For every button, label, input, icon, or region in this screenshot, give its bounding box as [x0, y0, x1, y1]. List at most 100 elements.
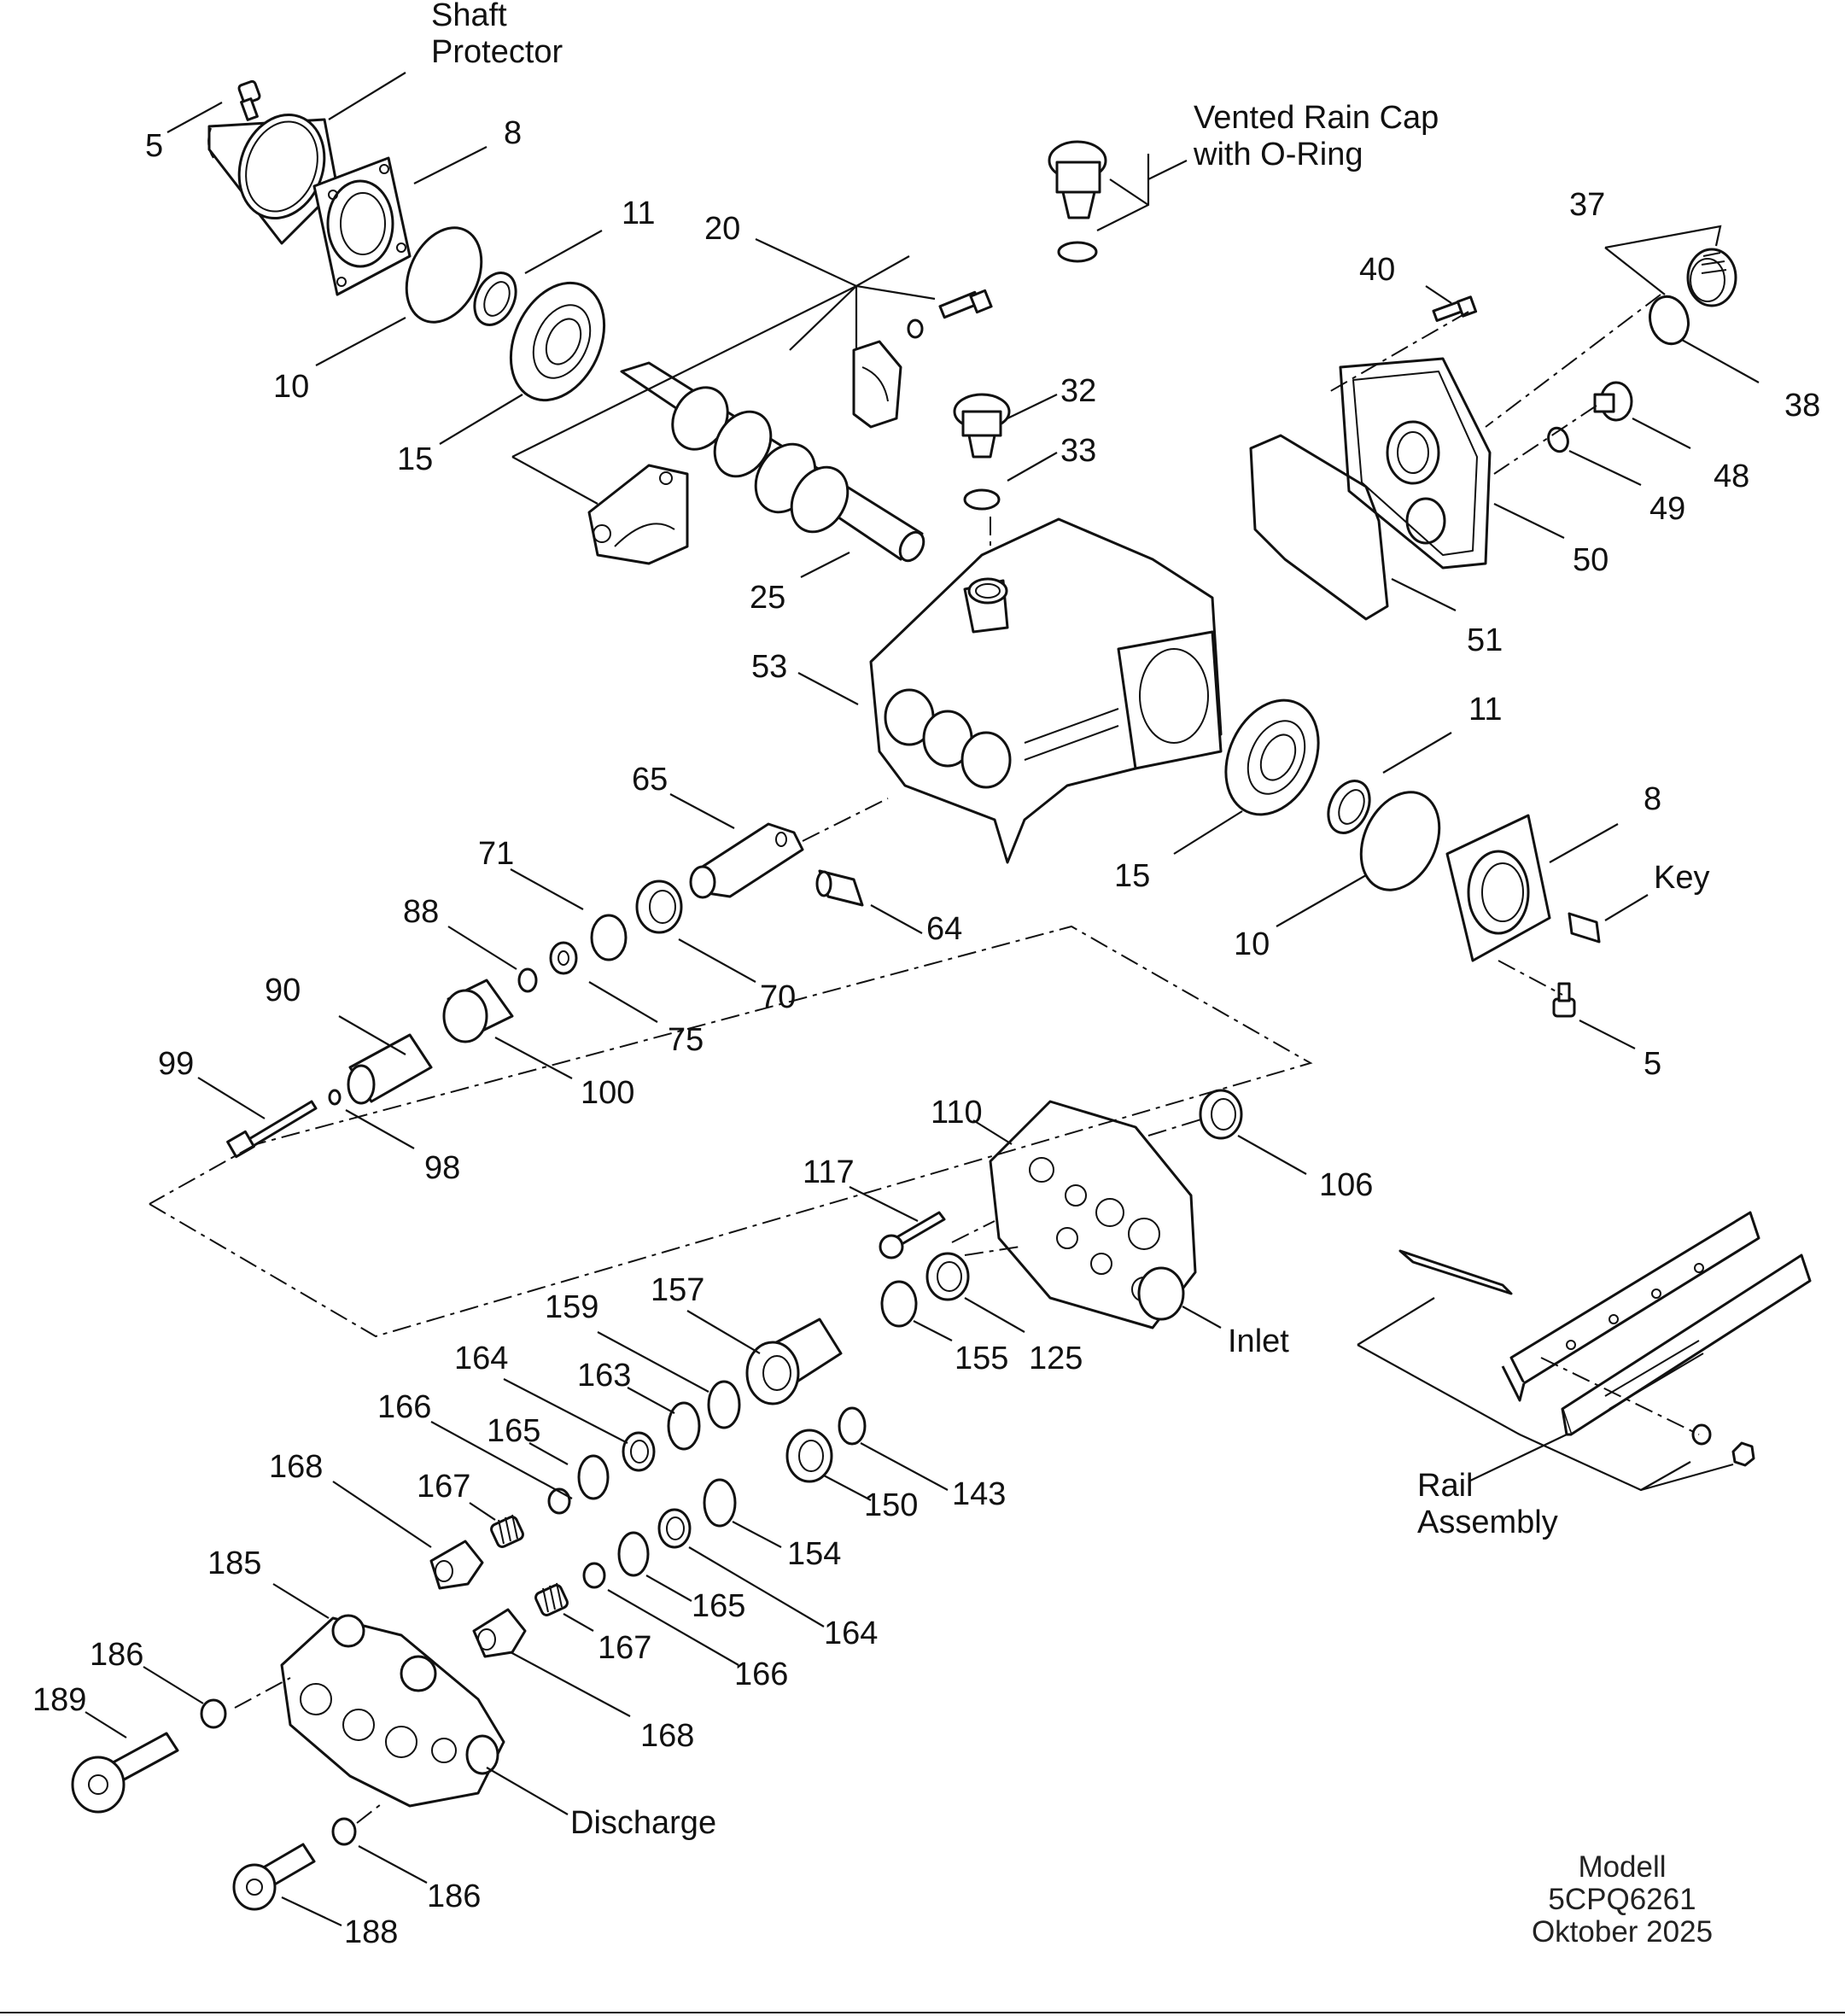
label-168-bottom: 168	[640, 1718, 694, 1754]
label-155: 155	[955, 1341, 1008, 1376]
wrist-pin-64	[815, 869, 864, 907]
rod-cap-lower	[587, 464, 689, 565]
label-49: 49	[1649, 491, 1685, 527]
label-51: 51	[1467, 622, 1503, 658]
label-65: 65	[632, 762, 668, 798]
rain-cap-32	[953, 393, 1011, 459]
o-ring-10-top	[405, 226, 483, 324]
assembly-center-lines	[149, 294, 1700, 1824]
label-99: 99	[158, 1046, 194, 1082]
washer-186-top	[200, 1698, 227, 1729]
washer-98	[328, 1089, 342, 1106]
label-98: 98	[424, 1150, 460, 1186]
label-5-right: 5	[1644, 1046, 1661, 1082]
label-75: 75	[668, 1022, 704, 1058]
gasket-51	[1249, 434, 1389, 621]
label-88: 88	[403, 894, 439, 930]
label-165-bottom: 165	[692, 1588, 745, 1624]
label-32: 32	[1060, 373, 1096, 409]
label-168-top: 168	[269, 1449, 323, 1485]
crankcase-cover-50	[1339, 357, 1492, 570]
label-10-top: 10	[273, 369, 309, 405]
o-ring-49	[1547, 426, 1569, 453]
plug-37	[1686, 248, 1737, 307]
label-48: 48	[1714, 459, 1749, 494]
label-157: 157	[651, 1272, 704, 1308]
o-ring-163	[667, 1401, 701, 1451]
washer-166-top	[547, 1487, 571, 1515]
bolt-117	[879, 1211, 946, 1259]
model-number: 5CPQ6261	[1548, 1883, 1696, 1916]
seal-125	[925, 1252, 970, 1301]
plunger-rod-65	[689, 822, 804, 899]
label-25: 25	[750, 580, 785, 616]
o-ring-154	[703, 1478, 737, 1528]
label-shaft-protector-2: Protector	[431, 34, 563, 70]
label-8-top: 8	[504, 115, 522, 151]
ring-165-top	[577, 1454, 610, 1500]
o-ring-143	[838, 1406, 867, 1446]
label-40: 40	[1359, 252, 1395, 288]
label-110: 110	[931, 1095, 983, 1131]
label-rail-1: Rail	[1417, 1468, 1473, 1504]
label-185: 185	[207, 1546, 261, 1581]
rod-cap-upper	[852, 340, 902, 429]
seal-11-top	[473, 272, 517, 326]
spring-167-top	[490, 1514, 524, 1548]
screw-20	[907, 289, 993, 339]
label-164-bottom: 164	[824, 1616, 878, 1651]
seal-164-bottom	[657, 1508, 692, 1549]
label-167-top: 167	[417, 1469, 470, 1505]
label-key: Key	[1654, 860, 1709, 896]
label-166-bottom: 166	[734, 1657, 788, 1692]
label-64: 64	[926, 911, 962, 947]
seal-70	[635, 879, 683, 934]
label-33: 33	[1060, 433, 1096, 469]
label-164-top: 164	[454, 1341, 508, 1376]
label-186-top: 186	[90, 1637, 143, 1673]
label-38: 38	[1784, 388, 1820, 424]
label-189: 189	[32, 1682, 86, 1718]
rail-assembly	[1398, 1211, 1812, 1467]
bearing-15-right	[1224, 698, 1320, 816]
washer-75	[549, 941, 578, 975]
label-53: 53	[751, 649, 787, 685]
ring-71	[590, 914, 628, 961]
discharge-manifold-185	[280, 1614, 505, 1808]
valve-157	[745, 1318, 843, 1405]
label-125: 125	[1029, 1341, 1083, 1376]
ring-88	[517, 967, 538, 993]
model-stamp: Modell 5CPQ6261 Oktober 2025	[1532, 1850, 1713, 1949]
part-drawings	[71, 79, 1812, 1911]
callout-labels: Shaft Protector 5 8 10 11 15 20 25 32 33…	[32, 0, 1820, 1950]
label-37: 37	[1569, 187, 1605, 223]
label-50: 50	[1573, 542, 1609, 578]
label-106: 106	[1319, 1167, 1373, 1203]
label-100: 100	[581, 1075, 634, 1111]
label-154: 154	[787, 1536, 841, 1572]
o-ring-10-right	[1359, 791, 1441, 891]
label-discharge: Discharge	[570, 1805, 716, 1841]
washer-166-bottom	[582, 1562, 606, 1589]
label-70: 70	[760, 979, 796, 1015]
washer-186-bottom	[331, 1817, 357, 1846]
model-date: Oktober 2025	[1532, 1915, 1713, 1949]
bolt-40	[1432, 295, 1478, 322]
plug-48	[1593, 381, 1633, 422]
label-15-right: 15	[1114, 858, 1150, 894]
inlet-manifold-110	[989, 1100, 1197, 1329]
o-ring-159	[707, 1380, 741, 1429]
valve-cage-168-bottom	[472, 1608, 527, 1658]
label-10-right: 10	[1234, 926, 1270, 962]
label-shaft-protector-1: Shaft	[431, 0, 507, 33]
seal-164-top	[622, 1431, 656, 1472]
bolt-99	[226, 1100, 318, 1159]
label-11-top: 11	[622, 196, 655, 231]
label-165-top: 165	[487, 1413, 540, 1449]
label-90: 90	[265, 973, 301, 1008]
label-11-right: 11	[1468, 692, 1502, 728]
label-166-top: 166	[377, 1389, 431, 1425]
bolt-5-top	[237, 79, 261, 121]
label-188: 188	[344, 1914, 398, 1950]
label-163: 163	[577, 1358, 631, 1394]
